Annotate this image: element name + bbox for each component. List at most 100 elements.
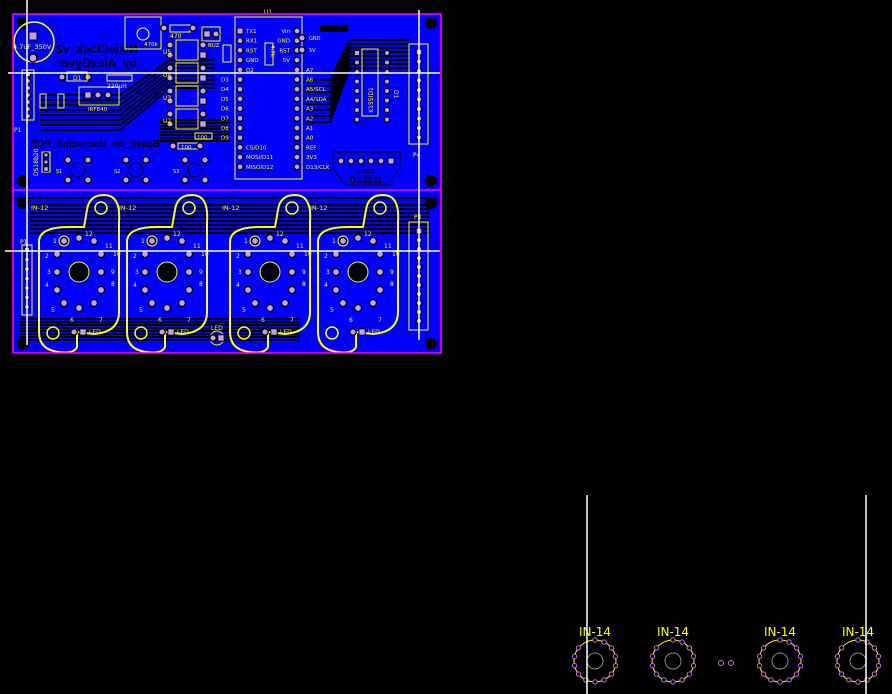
pad[interactable]: [367, 157, 375, 165]
in14-pad[interactable]: [768, 677, 774, 683]
pad[interactable]: [181, 156, 189, 164]
in14-pad[interactable]: [777, 637, 783, 643]
pad[interactable]: [142, 156, 150, 164]
in14-pad[interactable]: [793, 671, 800, 677]
pad[interactable]: [64, 156, 72, 164]
in14-pad[interactable]: [838, 671, 845, 677]
in14-pad[interactable]: [601, 677, 607, 683]
pad[interactable]: [70, 328, 78, 336]
pad[interactable]: [166, 110, 174, 118]
pad[interactable]: [293, 153, 301, 161]
pad[interactable]: [287, 285, 297, 295]
pad[interactable]: [59, 298, 69, 308]
irf840[interactable]: [78, 86, 120, 106]
pad[interactable]: [140, 285, 150, 295]
in14-pad[interactable]: [875, 653, 882, 660]
pad[interactable]: [147, 298, 157, 308]
pad-square[interactable]: [199, 74, 207, 82]
pad[interactable]: [84, 156, 92, 164]
in14-pad[interactable]: [670, 679, 676, 685]
diode-d1[interactable]: [66, 71, 88, 82]
in14-pad[interactable]: [786, 639, 792, 645]
resistor-4k7[interactable]: [264, 42, 274, 66]
in14-pad[interactable]: [649, 662, 656, 669]
in14-pad[interactable]: [686, 645, 693, 651]
in14-pad[interactable]: [846, 677, 852, 683]
in14-pad[interactable]: [760, 645, 767, 651]
pad[interactable]: [140, 267, 150, 277]
in14-pad[interactable]: [855, 637, 861, 643]
pad[interactable]: [162, 233, 172, 243]
pad-square[interactable]: [270, 328, 278, 336]
pad[interactable]: [84, 176, 92, 184]
r10k[interactable]: [57, 93, 65, 109]
loose-pad[interactable]: [718, 660, 724, 666]
ds18b20[interactable]: [41, 151, 51, 173]
pad-square[interactable]: [236, 27, 244, 35]
optocoupler[interactable]: [175, 108, 199, 130]
pad[interactable]: [383, 78, 391, 85]
pad[interactable]: [162, 303, 172, 313]
footprint-in14[interactable]: IN-14: [571, 625, 619, 685]
pad[interactable]: [236, 143, 244, 152]
pad[interactable]: [293, 85, 301, 93]
in14-pad[interactable]: [838, 645, 845, 651]
pad[interactable]: [375, 285, 385, 295]
in14-pad[interactable]: [756, 653, 763, 660]
pad[interactable]: [236, 114, 244, 122]
pad[interactable]: [236, 85, 244, 93]
pad[interactable]: [166, 41, 174, 49]
pad[interactable]: [250, 298, 260, 308]
pad[interactable]: [349, 328, 357, 336]
pad[interactable]: [160, 24, 168, 32]
in14-pad[interactable]: [686, 671, 693, 677]
pad[interactable]: [236, 153, 244, 161]
pad[interactable]: [337, 157, 345, 165]
pad[interactable]: [166, 51, 174, 59]
pad[interactable]: [209, 334, 217, 342]
pad[interactable]: [89, 298, 99, 308]
in14-pad[interactable]: [679, 677, 685, 683]
pad[interactable]: [287, 267, 297, 277]
pad[interactable]: [293, 143, 301, 152]
pad[interactable]: [122, 176, 130, 184]
in14-pad[interactable]: [855, 679, 861, 685]
pad[interactable]: [236, 56, 244, 64]
pad[interactable]: [383, 106, 391, 114]
in14-pad[interactable]: [871, 671, 878, 677]
pad[interactable]: [201, 176, 209, 184]
pad-square[interactable]: [28, 31, 38, 41]
in14-pad[interactable]: [875, 662, 882, 669]
pad[interactable]: [236, 163, 244, 171]
pad[interactable]: [368, 236, 378, 246]
pad-square[interactable]: [43, 166, 49, 172]
pad[interactable]: [196, 142, 204, 150]
pad[interactable]: [377, 157, 385, 165]
pad[interactable]: [104, 91, 112, 99]
pad[interactable]: [89, 236, 99, 246]
resistor-100[interactable]: [194, 132, 213, 140]
in14-pad[interactable]: [608, 645, 615, 651]
pad[interactable]: [166, 97, 174, 105]
pad[interactable]: [236, 46, 244, 55]
pad[interactable]: [261, 328, 269, 336]
pad[interactable]: [338, 298, 348, 308]
pad[interactable]: [280, 236, 290, 246]
pad[interactable]: [64, 176, 72, 184]
pad[interactable]: [293, 134, 301, 142]
pad[interactable]: [280, 298, 290, 308]
pad[interactable]: [52, 267, 62, 277]
pad[interactable]: [142, 176, 150, 184]
in14-pad[interactable]: [834, 653, 841, 660]
pad[interactable]: [353, 59, 361, 66]
pad[interactable]: [383, 97, 391, 104]
pad[interactable]: [353, 116, 361, 123]
pad[interactable]: [199, 110, 207, 118]
in14-pad[interactable]: [777, 679, 783, 685]
button-cap[interactable]: [128, 162, 144, 178]
pad[interactable]: [383, 49, 391, 57]
in14-pad[interactable]: [670, 637, 676, 643]
